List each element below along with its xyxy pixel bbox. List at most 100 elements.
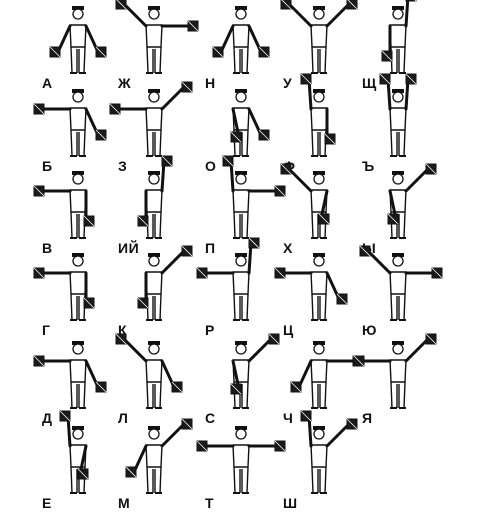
letter-label: Ц <box>283 322 294 338</box>
letter-label: З <box>118 158 128 174</box>
letter-label: М <box>118 495 131 511</box>
sailor-figure-icon <box>33 253 95 321</box>
letter-label: Т <box>205 495 215 511</box>
letter-label: Л <box>118 410 129 426</box>
sailor-figure-icon <box>109 81 193 157</box>
letter-label: О <box>205 158 217 174</box>
sailor-figure-icon <box>300 410 358 494</box>
left-arm <box>366 249 392 275</box>
letter-label: Ю <box>362 322 377 338</box>
left-arm <box>122 2 148 28</box>
letter-label: Д <box>42 410 53 426</box>
letter-label: Б <box>42 158 53 174</box>
letter-label: Ъ <box>362 158 375 174</box>
semaphore-figure: Ж <box>115 0 199 91</box>
letter-label: Р <box>205 322 215 338</box>
right-arm <box>160 85 186 111</box>
sailor-figure-icon <box>230 89 270 157</box>
sailor-figure-icon <box>359 245 443 321</box>
sailor-figure-icon <box>33 89 107 157</box>
sailor-figure-icon <box>230 333 280 409</box>
semaphore-figure: К <box>118 245 198 338</box>
left-arm <box>287 2 313 28</box>
sailor-figure-icon <box>274 253 348 321</box>
semaphore-figure: Ч <box>283 340 364 426</box>
semaphore-figure: Ш <box>283 410 363 511</box>
semaphore-figure: П <box>205 155 286 256</box>
semaphore-figure: Ю <box>359 245 443 338</box>
semaphore-figure: Г <box>33 252 122 338</box>
semaphore-figure: З <box>109 81 198 174</box>
semaphore-figure: В <box>33 170 122 256</box>
semaphore-figure: М <box>118 418 198 511</box>
sailor-figure-icon <box>115 333 183 409</box>
sailor-figure-icon <box>290 341 364 409</box>
semaphore-figure: Б <box>33 88 122 174</box>
right-arm <box>160 249 186 275</box>
letter-label: П <box>205 240 216 256</box>
sailor-figure-icon <box>300 73 336 157</box>
letter-label: С <box>205 410 216 426</box>
right-arm <box>404 0 410 28</box>
letter-label: К <box>118 322 128 338</box>
letter-label: Щ <box>362 75 377 91</box>
sailor-figure-icon <box>353 333 437 409</box>
letter-label: У <box>283 75 293 91</box>
semaphore-figure: Е <box>42 410 122 511</box>
sailor-figure-icon <box>212 6 270 74</box>
sailor-figure-icon <box>125 418 193 494</box>
sailor-figure-icon <box>196 237 260 321</box>
letter-label: ИЙ <box>118 240 140 256</box>
semaphore-figure: Х <box>280 163 363 256</box>
semaphore-figure: О <box>205 88 285 174</box>
sailor-figure-icon <box>137 245 193 321</box>
sailor-figure-icon <box>222 155 286 239</box>
sailor-figure-icon <box>387 163 437 239</box>
semaphore-figure: Ы <box>362 163 442 256</box>
semaphore-figure: Ф <box>283 73 363 174</box>
semaphore-figure: А <box>42 5 122 91</box>
semaphore-figure: Ц <box>274 252 363 338</box>
semaphore-figure: Р <box>196 237 285 338</box>
semaphore-figure: С <box>205 333 285 426</box>
letter-label: Е <box>42 495 52 511</box>
sailor-figure-icon <box>280 163 330 239</box>
right-arm <box>325 2 351 28</box>
left-arm <box>287 167 313 193</box>
letter-label: Ж <box>118 75 132 91</box>
semaphore-figure: Н <box>205 5 285 91</box>
sailor-figure-icon <box>33 341 107 409</box>
letter-label: В <box>42 240 53 256</box>
semaphore-figure: Л <box>115 333 198 426</box>
right-arm <box>404 167 430 193</box>
letter-label: А <box>42 75 53 91</box>
semaphore-figure: Я <box>353 333 442 426</box>
sailor-figure-icon <box>196 426 286 494</box>
semaphore-figure: Т <box>196 425 286 511</box>
letter-label: Г <box>42 322 51 338</box>
right-arm <box>160 422 186 448</box>
letter-label: Ш <box>283 495 298 511</box>
sailor-figure-icon <box>381 0 417 74</box>
right-flag-icon <box>405 0 417 2</box>
semaphore-figure: Ъ <box>362 73 442 174</box>
sailor-figure-icon <box>379 73 417 157</box>
semaphore-figure: ИЙ <box>118 155 198 256</box>
sailor-figure-icon <box>59 410 89 494</box>
sailor-figure-icon <box>115 0 199 74</box>
letter-label: Х <box>283 240 293 256</box>
semaphore-figure: У <box>280 0 363 91</box>
sailor-figure-icon <box>33 171 95 239</box>
semaphore-figure: Щ <box>362 0 442 91</box>
left-arm <box>122 337 148 363</box>
right-arm <box>325 422 351 448</box>
letter-label: Я <box>362 410 373 426</box>
semaphore-figure: Д <box>33 340 122 426</box>
letter-label: Н <box>205 75 216 91</box>
sailor-figure-icon <box>280 0 358 74</box>
sailor-figure-icon <box>137 155 173 239</box>
right-arm <box>247 337 273 363</box>
letter-label: Ч <box>283 410 294 426</box>
right-arm <box>404 337 430 363</box>
